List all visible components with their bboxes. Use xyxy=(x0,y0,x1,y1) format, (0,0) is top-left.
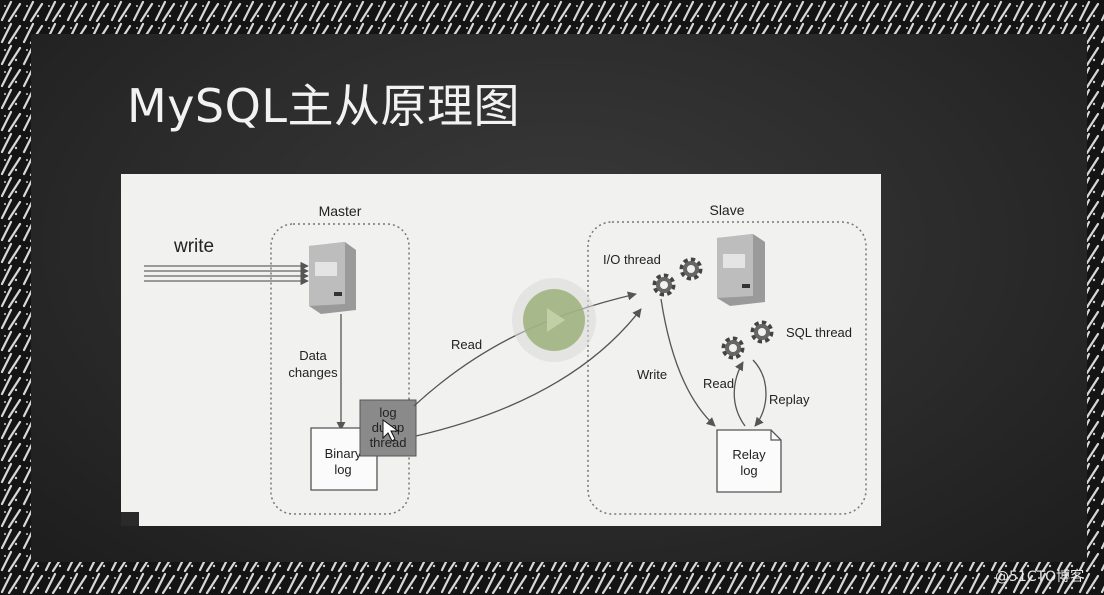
mysql-replication-diagram: Master write Data changes Binary log log xyxy=(121,202,867,526)
write-input-arrows xyxy=(144,261,309,286)
replay-label: Replay xyxy=(769,392,810,407)
sql-thread-gear-icon xyxy=(724,323,771,357)
relay-log-label-2: log xyxy=(740,463,757,478)
panel-corner-shadow xyxy=(121,512,139,526)
relay-log-document xyxy=(716,429,782,493)
io-thread-gear-icon xyxy=(655,260,700,294)
write-edge-label: Write xyxy=(637,367,667,382)
watermark: @51CTO博客 xyxy=(995,569,1085,585)
read-label: Read xyxy=(451,337,482,352)
master-group xyxy=(270,223,410,515)
data-changes-label-2: changes xyxy=(288,365,338,380)
io-thread-label: I/O thread xyxy=(603,252,661,267)
write-label: write xyxy=(173,236,214,257)
master-server-icon xyxy=(309,242,356,314)
sql-thread-label: SQL thread xyxy=(786,325,852,340)
slave-group xyxy=(587,221,867,515)
data-changes-label-1: Data xyxy=(299,348,327,363)
dump-thread-label-3: thread xyxy=(370,435,407,450)
diagram-panel: Master write Data changes Binary log log xyxy=(121,174,881,526)
dump-thread-label-1: log xyxy=(379,405,396,420)
replay-arrow xyxy=(752,359,767,427)
mouse-cursor-icon xyxy=(382,419,400,442)
binary-log-label-2: log xyxy=(334,462,351,477)
slave-label: Slave xyxy=(709,202,744,218)
slide-title: MySQL主从原理图 xyxy=(127,79,520,133)
play-button[interactable] xyxy=(512,278,596,362)
slave-read-label: Read xyxy=(703,376,734,391)
binary-log-label-1: Binary xyxy=(325,446,362,461)
slave-server-icon xyxy=(717,234,765,306)
relay-log-label-1: Relay xyxy=(732,447,766,462)
master-label: Master xyxy=(319,203,362,219)
slave-read-arrow xyxy=(733,361,746,427)
response-arrow xyxy=(415,308,642,437)
write-arrow xyxy=(660,298,716,427)
